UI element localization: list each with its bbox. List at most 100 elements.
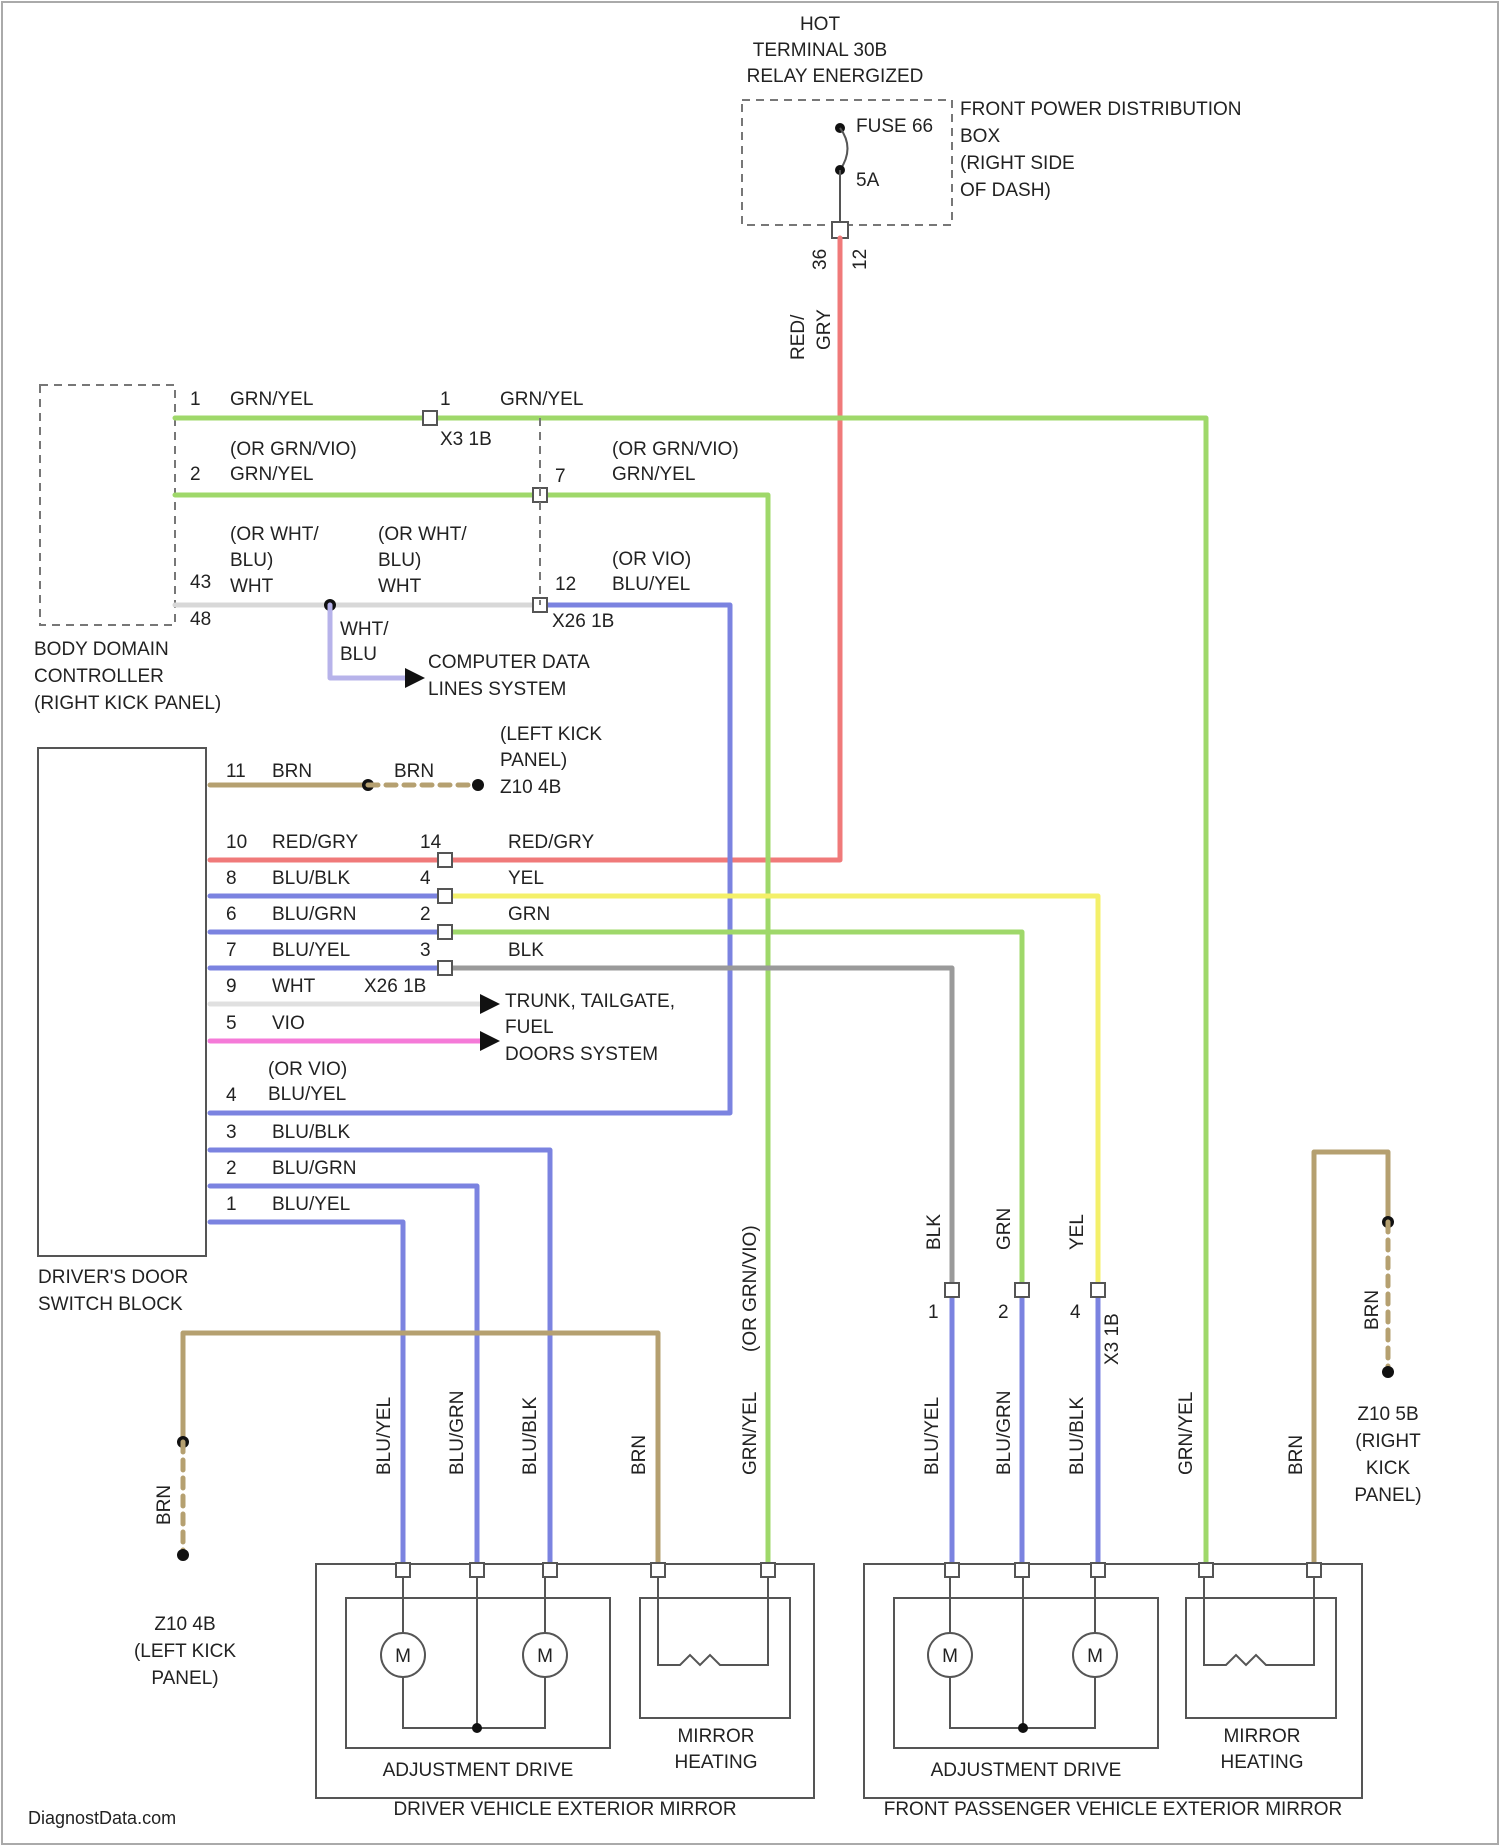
pass-ground-2: (RIGHT bbox=[1355, 1431, 1421, 1452]
driver-wire-5b: (OR GRN/VIO) bbox=[740, 1225, 761, 1352]
dds-row-wire: BLU/YEL bbox=[272, 940, 350, 961]
dds-row-conn-wire: YEL bbox=[508, 868, 544, 889]
driver-motor-1-label: M bbox=[395, 1646, 411, 1667]
pdb-label-2: BOX bbox=[960, 126, 1000, 147]
drv-blu-blk bbox=[210, 1150, 550, 1570]
mirror-pin-connector bbox=[1307, 1563, 1321, 1577]
dds-row-pin: 8 bbox=[226, 868, 237, 889]
trunk-label-3: DOORS SYSTEM bbox=[505, 1044, 658, 1065]
body-domain-controller: BODY DOMAIN CONTROLLER (RIGHT KICK PANEL… bbox=[34, 385, 467, 714]
driver-motor-2-label: M bbox=[537, 1646, 553, 1667]
dds-row-conn-pin: 4 bbox=[420, 868, 431, 889]
bdc-pin-2: 2 bbox=[190, 464, 201, 485]
bdc-wire-3a: (OR WHT/ bbox=[230, 524, 319, 545]
pass-motor-node bbox=[1018, 1723, 1028, 1733]
drv-brn-wire bbox=[183, 1333, 658, 1570]
pass-motor-2-label: M bbox=[1087, 1646, 1103, 1667]
pass-mirror-name: FRONT PASSENGER VEHICLE EXTERIOR MIRROR bbox=[884, 1799, 1343, 1820]
ground-pin: 11 bbox=[226, 761, 246, 782]
pass-ground-3: KICK bbox=[1366, 1458, 1411, 1479]
fuse-label: FUSE 66 bbox=[856, 116, 933, 137]
dds-row-pin: 5 bbox=[226, 1013, 237, 1034]
pass-wire-5: BRN bbox=[1286, 1435, 1307, 1475]
data-lines-label-1: COMPUTER DATA bbox=[428, 652, 590, 673]
dds-row-wire: BLU/GRN bbox=[272, 1158, 356, 1179]
x3b-pin: 7 bbox=[555, 466, 566, 487]
x3-wire: GRN/YEL bbox=[500, 389, 583, 410]
mid-pin-1: 1 bbox=[928, 1302, 939, 1323]
trunk-arrow-2 bbox=[480, 1031, 500, 1051]
driver-wire-2: BLU/GRN bbox=[447, 1391, 468, 1475]
splice-labels: 1 X3 1B GRN/YEL 7 (OR GRN/VIO) GRN/YEL 1… bbox=[440, 389, 739, 632]
bdc-pin-48: 48 bbox=[190, 609, 211, 630]
bdc-wire-1: GRN/YEL bbox=[230, 389, 313, 410]
driver-mirror: DRIVER VEHICLE EXTERIOR MIRROR ADJUSTMEN… bbox=[134, 1225, 814, 1820]
dds-row-conn-wire: RED/GRY bbox=[508, 832, 595, 853]
trunk-label-1: TRUNK, TAILGATE, bbox=[505, 991, 675, 1012]
driver-adjust-label: ADJUSTMENT DRIVE bbox=[383, 1760, 574, 1781]
mid-pin-4: 4 bbox=[1070, 1302, 1081, 1323]
mirror-pin-connector bbox=[396, 1563, 410, 1577]
mirror-pin-connector bbox=[1199, 1563, 1213, 1577]
pass-motor-1-label: M bbox=[942, 1646, 958, 1667]
driver-wire-3: BLU/BLK bbox=[520, 1397, 541, 1475]
bdc-wire-4a: (OR WHT/ bbox=[378, 524, 467, 545]
driver-wire-5: GRN/YEL bbox=[740, 1392, 761, 1475]
dds-pin4-wire-a: (OR VIO) bbox=[268, 1059, 347, 1080]
fuse-wire-color-2: GRY bbox=[814, 309, 835, 350]
trunk-label: (OR VIO) BLU/YEL TRUNK, TAILGATE, FUEL D… bbox=[268, 991, 675, 1105]
bdc-wire-3b: BLU) bbox=[230, 550, 273, 571]
pass-brn-wire bbox=[1314, 1152, 1388, 1570]
dds-row-conn-pin: 3 bbox=[420, 940, 431, 961]
data-lines-arrow bbox=[405, 668, 425, 688]
dds-row-pin: 6 bbox=[226, 904, 237, 925]
pass-wire-3: BLU/BLK bbox=[1067, 1397, 1088, 1475]
pass-heat-label-2: HEATING bbox=[1220, 1752, 1303, 1773]
mirror-pin-connector bbox=[1091, 1563, 1105, 1577]
passenger-mirror: FRONT PASSENGER VEHICLE EXTERIOR MIRROR … bbox=[864, 1290, 1422, 1820]
bdc-outline bbox=[40, 385, 175, 625]
dds-row-pin: 4 bbox=[226, 1085, 237, 1106]
fuse-conn-number: 12 bbox=[850, 249, 871, 270]
pass-adjust-label: ADJUSTMENT DRIVE bbox=[931, 1760, 1122, 1781]
mid-wire-grn: GRN bbox=[994, 1208, 1015, 1250]
pass-wire-2: BLU/GRN bbox=[994, 1391, 1015, 1475]
dds-name-1: DRIVER'S DOOR bbox=[38, 1267, 188, 1288]
data-lines-label-2: LINES SYSTEM bbox=[428, 679, 566, 700]
bdc-wire-3c: WHT bbox=[230, 576, 274, 597]
dds-row-wire: BLU/BLK bbox=[272, 868, 350, 889]
dds-row-conn-wire: GRN bbox=[508, 904, 550, 925]
data-line-wire bbox=[330, 605, 405, 678]
bdc-wire-4b: BLU) bbox=[378, 550, 421, 571]
drv-blu-grn bbox=[210, 1186, 477, 1570]
dds-row-pin: 2 bbox=[226, 1158, 237, 1179]
power-distribution: HOT TERMINAL 30B RELAY ENERGIZED FUSE 66… bbox=[742, 14, 1241, 360]
dds-row-pin: 9 bbox=[226, 976, 237, 997]
dds-row-wire: RED/GRY bbox=[272, 832, 359, 853]
pdb-label-3: (RIGHT SIDE bbox=[960, 153, 1075, 174]
x26-conn: X26 1B bbox=[552, 611, 614, 632]
dds-row-conn-wire: BLK bbox=[508, 940, 544, 961]
dds-row-conn-pin: 2 bbox=[420, 904, 431, 925]
ground-wire-2: BRN bbox=[394, 761, 434, 782]
driver-ground-2: (LEFT KICK bbox=[134, 1641, 236, 1662]
ground-label-1: (LEFT KICK bbox=[500, 724, 602, 745]
watermark: DiagnostData.com bbox=[28, 1808, 176, 1828]
trunk-label-2: FUEL bbox=[505, 1017, 554, 1038]
fuse-amps: 5A bbox=[856, 170, 880, 191]
dds-row-conn-pin: 14 bbox=[420, 832, 442, 853]
bdc-wire-2b: GRN/YEL bbox=[230, 464, 313, 485]
bdc-name-2: CONTROLLER bbox=[34, 666, 164, 687]
dds-row-wire: BLU/YEL bbox=[272, 1194, 350, 1215]
mirror-pin-connector bbox=[945, 1563, 959, 1577]
bdc-pin-1: 1 bbox=[190, 389, 201, 410]
dds-row-wire: BLU/BLK bbox=[272, 1122, 350, 1143]
drv-ground-dot-2 bbox=[177, 1549, 189, 1561]
bdc-wire-4c: WHT bbox=[378, 576, 422, 597]
ground-wire-1: BRN bbox=[272, 761, 312, 782]
mirror-pin-connector bbox=[1015, 1563, 1029, 1577]
dds-name-2: SWITCH BLOCK bbox=[38, 1294, 183, 1315]
wires bbox=[175, 238, 1394, 1577]
bdc-name-1: BODY DOMAIN bbox=[34, 639, 169, 660]
